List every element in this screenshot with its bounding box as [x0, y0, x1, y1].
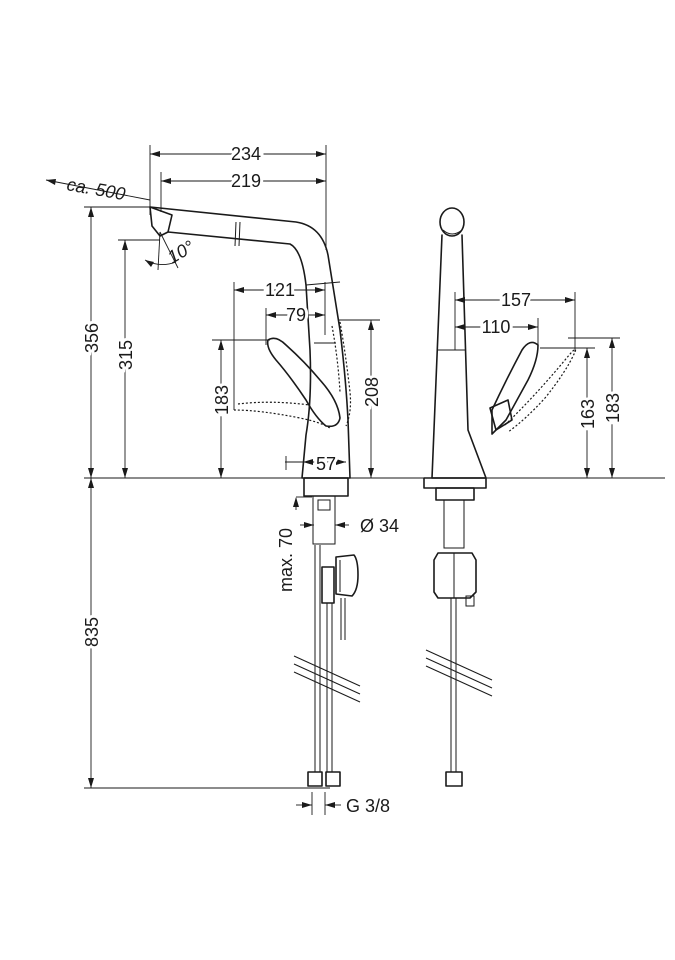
label-157: 157 [501, 290, 531, 310]
label-163: 163 [578, 399, 598, 429]
label-121: 121 [265, 280, 295, 300]
label-diam-34: Ø 34 [360, 516, 399, 536]
label-183-right: 183 [603, 393, 623, 423]
label-356: 356 [82, 323, 102, 353]
label-reach: ca. 500 [65, 174, 127, 204]
label-208: 208 [362, 377, 382, 407]
label-234: 234 [231, 144, 261, 164]
label-max-70: max. 70 [276, 528, 296, 592]
label-315: 315 [116, 340, 136, 370]
faucet-side-view [149, 206, 361, 787]
label-835: 835 [82, 617, 102, 647]
dimension-lines [45, 145, 665, 815]
label-g-3-8: G 3/8 [346, 796, 390, 816]
label-79: 79 [286, 305, 306, 325]
dimension-labels: 234 219 ca. 500 10° 121 79 356 315 183 2… [65, 141, 626, 816]
label-110: 110 [482, 317, 511, 337]
label-219: 219 [231, 171, 261, 191]
label-angle: 10° [164, 237, 198, 268]
label-57: 57 [316, 454, 336, 474]
label-183-left: 183 [212, 385, 232, 415]
faucet-front-view [423, 207, 577, 787]
